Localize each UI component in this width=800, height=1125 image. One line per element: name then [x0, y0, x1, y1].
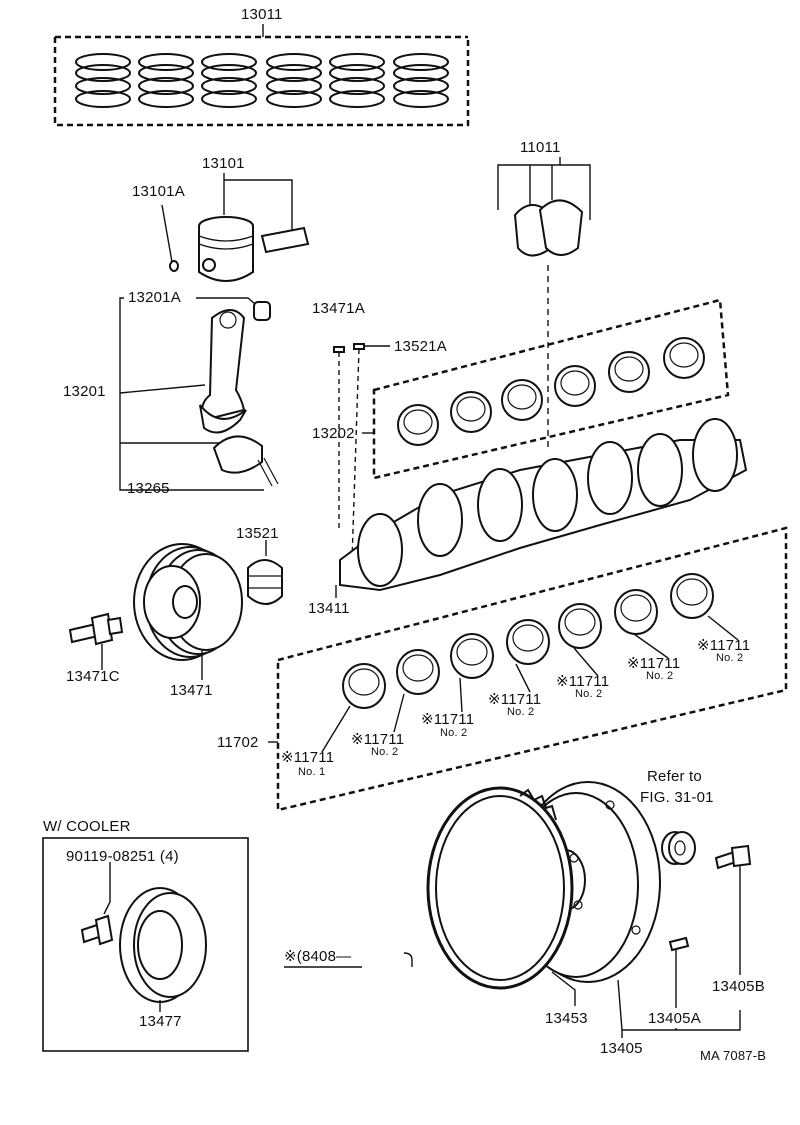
crank-web-2: [417, 483, 463, 557]
piston-ring-4: [266, 53, 322, 108]
label-13405B: 13405B: [712, 978, 765, 995]
label-13521: 13521: [236, 525, 279, 542]
upper-main-bearings: [362, 298, 730, 480]
label-13011: 13011: [241, 6, 283, 23]
label-bearing-2: ※11711: [351, 731, 405, 748]
piston-ring-6: [393, 53, 449, 108]
label-11702: 11702: [217, 734, 259, 751]
bearing-leader-1: [321, 705, 351, 753]
label-13405A: 13405A: [648, 1010, 701, 1027]
label-bearing-7-no: No. 2: [716, 652, 744, 664]
dowel-pin: [668, 936, 690, 1008]
piston-ring-1: [75, 53, 131, 108]
bearing-leader-2: [393, 693, 405, 733]
crank-web-7: [692, 418, 738, 492]
label-13453: 13453: [545, 1010, 588, 1027]
label-bearing-5-no: No. 2: [575, 688, 603, 700]
label-bearing-4-no: No. 2: [507, 706, 535, 718]
label-13471: 13471: [170, 682, 213, 699]
label-bearing-7: ※11711: [697, 637, 751, 654]
label-13201: 13201: [63, 383, 106, 400]
label-bearing-6-no: No. 2: [646, 670, 674, 682]
ring-gear: [426, 786, 574, 990]
thrust-washers: [497, 157, 591, 450]
leader-13405: [617, 979, 741, 1031]
lower-bearing-2: [396, 649, 440, 695]
label-13101: 13101: [202, 155, 245, 172]
lower-bearing-4: [506, 619, 550, 665]
bearing-leader-7: [707, 615, 739, 641]
upper-bearing-4: [554, 365, 596, 407]
piston-ring-3: [201, 53, 257, 108]
crank-web-4: [532, 458, 578, 532]
serial-bracket: [284, 952, 413, 968]
label-bearing-1: ※11711: [281, 749, 335, 766]
piston-ring-5: [329, 53, 385, 108]
lower-bearing-7: [670, 573, 714, 619]
label-bearing-6: ※11711: [627, 655, 681, 672]
lower-bearing-3: [450, 633, 494, 679]
crank-web-1: [357, 513, 403, 587]
lower-bearing-5: [558, 603, 602, 649]
label-bearing-4: ※11711: [488, 691, 542, 708]
bearing-leader-3: [459, 677, 463, 713]
label-13471C: 13471C: [66, 668, 120, 685]
crank-web-5: [587, 441, 633, 515]
label-13201A: 13201A: [128, 289, 181, 306]
label-13265: 13265: [127, 480, 170, 497]
cooler-box: [42, 837, 249, 1052]
label-13405: 13405: [600, 1040, 643, 1057]
label-bearing-2-no: No. 2: [371, 746, 399, 758]
lower-bearing-6: [614, 589, 658, 635]
label-13471A: 13471A: [312, 300, 365, 317]
label-13477: 13477: [139, 1013, 182, 1030]
label-bearing-5: ※11711: [556, 673, 610, 690]
piston: [161, 173, 310, 282]
crankshaft: [335, 418, 748, 598]
crank-pulley: [133, 543, 243, 680]
flywheel-bolt: [714, 844, 752, 975]
lower-main-bearings: [268, 526, 788, 812]
piston-ring-set: [53, 24, 470, 127]
connecting-rod: [119, 297, 279, 491]
bearing-leader-5: [573, 647, 599, 677]
label-13101A: 13101A: [132, 183, 185, 200]
upper-bearing-2: [450, 391, 492, 433]
label-bearing-1-no: No. 1: [298, 766, 326, 778]
timing-gear: [247, 540, 283, 605]
label-serial: ※(8408—: [284, 948, 352, 965]
crank-web-3: [477, 468, 523, 542]
lower-bearing-1: [342, 663, 386, 709]
label-90119: 90119-08251 (4): [66, 848, 179, 865]
label-cooler-title: W/ COOLER: [43, 818, 131, 835]
crankshaft-keys: [333, 343, 390, 561]
label-refer-to: Refer to: [647, 768, 702, 785]
upper-bearing-1: [397, 404, 439, 446]
pilot-bearing: [661, 831, 696, 865]
label-refer-fig: FIG. 31-01: [640, 789, 714, 806]
label-13202: 13202: [312, 425, 355, 442]
label-drawing-code: MA 7087-B: [700, 1048, 767, 1063]
label-13521A: 13521A: [394, 338, 447, 355]
bearing-leader-6: [633, 633, 669, 659]
upper-bearing-5: [608, 351, 650, 393]
label-11011: 11011: [520, 139, 561, 156]
label-13411: 13411: [308, 600, 350, 617]
pulley-bolt: [68, 612, 124, 670]
piston-ring-2: [138, 53, 194, 108]
upper-bearing-3: [501, 379, 543, 421]
bearing-leader-4: [515, 663, 531, 693]
crank-web-6: [637, 433, 683, 507]
label-bearing-3-no: No. 2: [440, 727, 468, 739]
upper-bearing-6: [663, 337, 705, 379]
label-bearing-3: ※11711: [421, 711, 475, 728]
leader-13453: [551, 971, 576, 1006]
